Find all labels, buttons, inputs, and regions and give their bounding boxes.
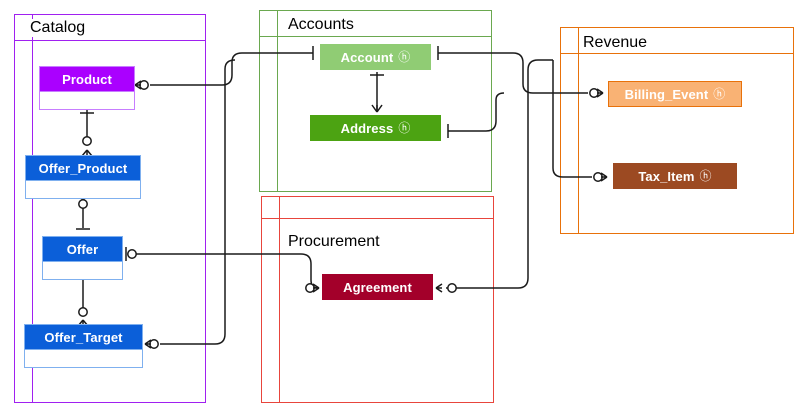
entity-name-offer_product: Offer_Product — [25, 155, 141, 181]
entity-name-billing_event: Billing_Event ⓗ — [608, 81, 742, 107]
entity-name-tax_item: Tax_Item ⓗ — [613, 163, 737, 189]
entity-name-agreement: Agreement — [322, 274, 433, 300]
entity-label: Product — [62, 71, 112, 87]
subject-area-title-revenue: Revenue — [583, 34, 648, 52]
subject-area-gutter — [262, 197, 280, 402]
entity-attribute-band-offer_product — [25, 181, 141, 199]
entity-label: Tax_Item — [638, 168, 695, 184]
entity-name-address: Address ⓗ — [310, 115, 441, 141]
entity-agreement[interactable]: Agreement — [322, 274, 433, 300]
subject-area-header — [561, 28, 793, 54]
hierarchy-badge-icon: ⓗ — [713, 87, 726, 101]
subject-area-header — [260, 11, 491, 37]
hierarchy-badge-icon: ⓗ — [398, 121, 411, 135]
entity-offer_target[interactable]: Offer_Target — [24, 324, 143, 368]
subject-area-title-catalog: Catalog — [30, 19, 86, 37]
hierarchy-badge-icon: ⓗ — [699, 169, 712, 183]
entity-billing_event[interactable]: Billing_Event ⓗ — [608, 81, 742, 107]
subject-area-gutter — [260, 11, 278, 191]
entity-label: Offer_Product — [38, 160, 128, 176]
entity-label: Offer — [66, 241, 99, 257]
subject-area-header — [262, 197, 493, 219]
entity-label: Account — [340, 49, 394, 65]
subject-area-header — [15, 15, 205, 41]
entity-tax_item[interactable]: Tax_Item ⓗ — [613, 163, 737, 189]
subject-area-title-procurement: Procurement — [288, 233, 380, 251]
entity-label: Agreement — [343, 279, 412, 295]
entity-label: Offer_Target — [44, 329, 123, 345]
entity-offer_product[interactable]: Offer_Product — [25, 155, 141, 199]
entity-name-product: Product — [39, 66, 135, 92]
entity-label: Address — [340, 120, 394, 136]
entity-attribute-band-offer_target — [24, 350, 143, 368]
entity-name-offer_target: Offer_Target — [24, 324, 143, 350]
entity-address[interactable]: Address ⓗ — [310, 115, 441, 141]
entity-name-account: Account ⓗ — [320, 44, 431, 70]
entity-attribute-band-product — [39, 92, 135, 110]
subject-area-gutter — [15, 15, 33, 402]
entity-label: Billing_Event — [624, 86, 709, 102]
subject-area-title-accounts: Accounts — [288, 16, 354, 34]
entity-name-offer: Offer — [42, 236, 123, 262]
entity-product[interactable]: Product — [39, 66, 135, 110]
subject-area-gutter — [561, 28, 579, 233]
entity-offer[interactable]: Offer — [42, 236, 123, 280]
hierarchy-badge-icon: ⓗ — [398, 50, 411, 64]
entity-attribute-band-offer — [42, 262, 123, 280]
subject-area-accounts[interactable] — [259, 10, 492, 192]
subject-area-revenue[interactable] — [560, 27, 794, 234]
entity-account[interactable]: Account ⓗ — [320, 44, 431, 70]
